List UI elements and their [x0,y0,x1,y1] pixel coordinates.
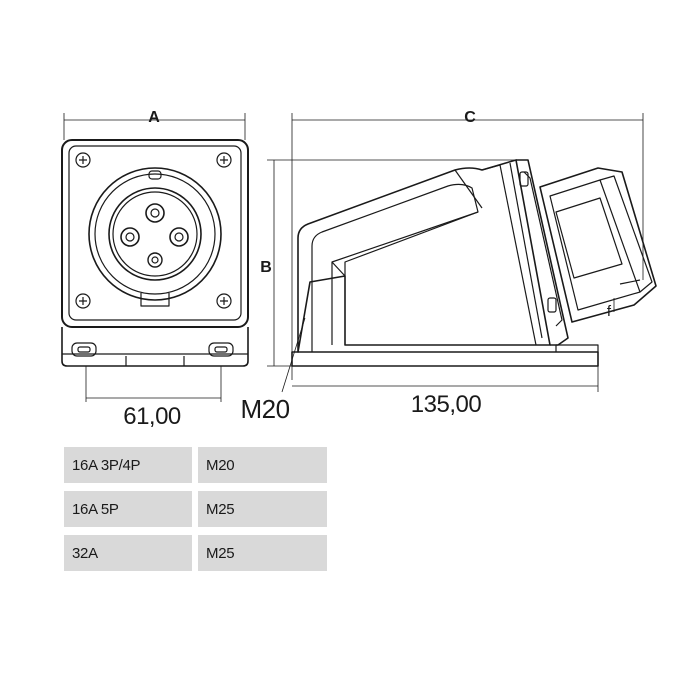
corner-screws [75,152,232,309]
socket-face [108,187,202,281]
dimension-length [292,366,599,392]
mounting-feet [71,342,234,366]
front-housing-inner [68,145,242,321]
socket-ring [94,173,216,295]
front-view [61,113,249,402]
rating-cell: 16A 5P [64,491,192,527]
rating-cell: 16A 3P/4P [64,447,192,483]
technical-drawing: A B C 61,00 135,00 M20 f [61,109,657,430]
dimension-b [267,159,516,367]
label-f: f [607,303,612,320]
front-base-plate [61,327,249,367]
side-view [267,113,657,393]
key-slot [148,170,162,180]
rating-cell: 32A [64,535,192,571]
table-row: 16A 5P M25 [64,491,327,527]
dimension-width [85,366,222,402]
socket-outer-ring [88,167,222,301]
table-row: 16A 3P/4P M20 [64,447,327,483]
front-housing-outer [61,139,249,328]
gland-cell: M25 [198,535,327,571]
dimension-a [63,113,246,140]
label-length: 135,00 [411,391,482,418]
dimension-c [291,113,644,380]
label-width: 61,00 [123,403,181,430]
table-row: 32A M25 [64,535,327,571]
socket-head [539,167,657,323]
gland-cell: M20 [198,447,327,483]
gland-leader [281,317,306,393]
label-gland: M20 [240,394,289,424]
side-base [291,351,599,367]
spec-table: 16A 3P/4P M20 16A 5P M25 32A M25 [58,439,333,579]
side-flange [516,159,569,346]
side-body [297,159,551,353]
gland-cell: M25 [198,491,327,527]
bottom-tab [140,293,170,307]
contact-pins [120,203,189,268]
label-a: A [148,109,160,126]
label-b: B [260,259,272,276]
label-c: C [464,109,476,126]
